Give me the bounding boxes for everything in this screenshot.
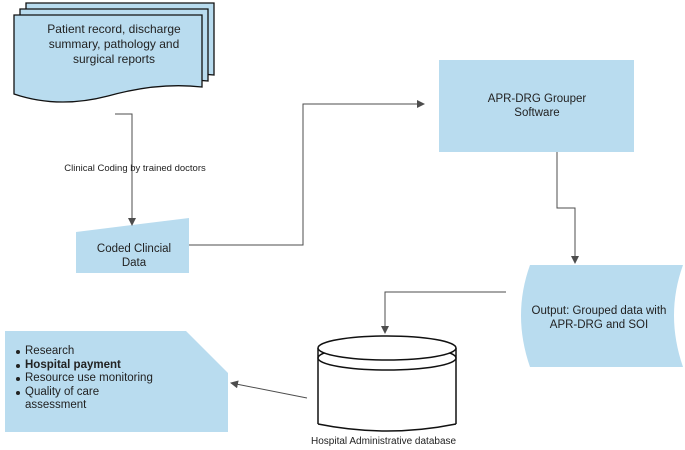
coded-data-shape	[76, 218, 189, 273]
source-documents-shape	[13, 2, 215, 103]
edge-grouper-to-output	[556, 152, 579, 264]
use-resource-monitoring: Resource use monitoring	[25, 372, 153, 384]
coding-edge-label: Clinical Coding by trained doctors	[64, 163, 206, 174]
edge-database-to-uses	[230, 380, 308, 399]
uses-list: Research Hospital payment Resource use m…	[14, 345, 214, 413]
list-item: Research	[14, 345, 214, 359]
database-cylinder	[317, 335, 457, 432]
use-quality-of-care: Quality of care assessment	[25, 385, 100, 412]
use-hospital-payment: Hospital payment	[25, 358, 121, 371]
list-item: Resource use monitoring	[14, 372, 214, 386]
output-label: Output: Grouped data with APR-DRG and SO…	[531, 305, 667, 331]
output-shape	[521, 265, 683, 367]
edge-coded-to-grouper	[189, 100, 425, 246]
coded-data-label: Coded Clincial Data	[96, 243, 172, 269]
uses-shape	[5, 331, 228, 432]
source-documents-label: Patient record, discharge summary, patho…	[47, 22, 181, 66]
list-item: Quality of care assessment	[14, 386, 214, 413]
edge-docs-to-coded	[115, 113, 136, 226]
edge-output-to-database	[381, 291, 506, 334]
grouper-label: APR-DRG Grouper Software	[487, 93, 587, 119]
list-item: Hospital payment	[14, 359, 214, 373]
grouper-box	[439, 60, 634, 152]
bullet-icon	[16, 350, 20, 354]
bullet-icon	[16, 390, 20, 395]
bullet-icon	[16, 363, 20, 368]
database-caption: Hospital Administrative database	[311, 436, 457, 447]
bullet-icon	[16, 377, 20, 381]
use-research: Research	[25, 345, 75, 357]
